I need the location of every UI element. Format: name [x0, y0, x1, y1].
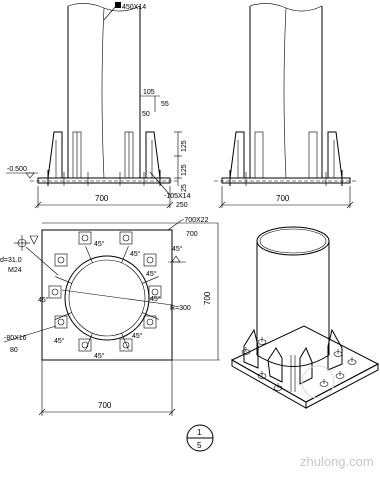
washer-spec-label: -80X16	[4, 335, 27, 342]
angle-label: 45°	[94, 352, 105, 360]
angle-label: 45°	[146, 270, 157, 278]
rib-line	[141, 276, 159, 284]
plate-size-label: 700	[186, 231, 198, 238]
tube-spec-label: 450X14	[122, 4, 146, 11]
angle-top-right-label: 45°	[172, 245, 183, 253]
right-elev-width-label: 700	[276, 194, 290, 203]
angle-label: 45°	[130, 250, 141, 258]
dim-25-label: 25	[181, 184, 188, 192]
bolt-size-label: M24	[8, 267, 22, 274]
plan-height-label: 700	[203, 291, 212, 305]
plate-spec-label: -700X22	[182, 217, 209, 224]
elevation-label: -0.500	[7, 166, 27, 173]
washer-plate	[54, 253, 68, 267]
radius-label: R=300	[170, 305, 191, 312]
angle-label: 45°	[132, 332, 143, 340]
angle-label: 45°	[38, 296, 49, 304]
dim-125a-label: 125	[181, 140, 188, 152]
rib-line	[121, 332, 129, 350]
right-elevation: 700	[214, 3, 358, 209]
angle-label: 45°	[94, 240, 105, 248]
anchor-bolt-hole	[146, 318, 154, 326]
anchor-bolt-hole	[146, 256, 154, 264]
dim-125b-label: 125	[181, 164, 188, 176]
isometric-view	[230, 226, 380, 409]
rib-line	[85, 246, 93, 264]
dim-250-label: 250	[176, 202, 188, 209]
dim-55-label: 55	[161, 101, 169, 108]
left-elevation: -0.500 450X14 105 55 50 125 125 25 -105X…	[6, 2, 191, 209]
washer-plate	[78, 338, 92, 352]
washer-plate	[119, 338, 133, 352]
anchor-bolt-hole	[51, 288, 59, 296]
rib-line	[121, 246, 129, 264]
anchor-bolt-hole	[57, 318, 65, 326]
washer-plate	[48, 285, 62, 299]
left-elev-width-label: 700	[95, 194, 109, 203]
angle-label: 45°	[150, 295, 161, 303]
section-mark: 1 5	[186, 424, 214, 452]
section-mark-bottom: 5	[197, 441, 202, 450]
section-mark-top: 1	[197, 428, 202, 437]
watermark: zhulong.com	[300, 454, 374, 469]
dim-105-label: 105	[143, 89, 155, 96]
washer-plate	[148, 285, 162, 299]
washer-plate	[143, 315, 157, 329]
washer-plate	[54, 315, 68, 329]
anchor-bolt-hole	[81, 234, 89, 242]
dim-50-label: 50	[142, 111, 150, 118]
rib-line	[85, 332, 93, 350]
rib-line	[55, 276, 73, 284]
washer-plate	[143, 253, 157, 267]
plan-width-label: 700	[98, 401, 112, 410]
angle-label: 45°	[54, 337, 65, 345]
rib-spec-label: -105X14	[164, 193, 191, 200]
plan-view: R=300 45° 45° 45° 45° 45° 45° 45° 45° 45…	[0, 217, 220, 416]
hole-diameter-label: d=31.0	[0, 257, 22, 264]
anchor-bolt-hole	[122, 234, 130, 242]
washer-size-label: 80	[10, 347, 18, 354]
washer-plate	[78, 231, 92, 245]
anchor-bolt-hole	[151, 288, 159, 296]
washer-plate	[119, 231, 133, 245]
anchor-bolt-hole	[81, 341, 89, 349]
anchor-bolt-hole	[122, 341, 130, 349]
anchor-bolt-hole	[57, 256, 65, 264]
